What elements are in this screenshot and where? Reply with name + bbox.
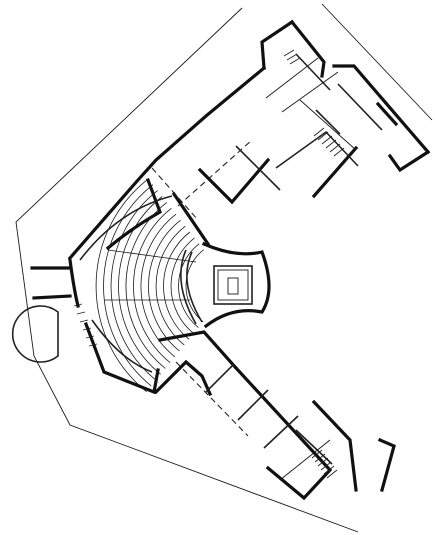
west-wing [67,19,431,261]
site-boundary [15,3,433,533]
seat-row [163,231,191,340]
auditorium-side-stairs [73,303,98,347]
seat-row [133,207,172,363]
auditorium [68,177,211,395]
stage [201,241,271,329]
lower-stairs [311,449,338,479]
seat-row [103,184,154,387]
seating-rows [95,178,204,393]
top-stairs [283,49,301,65]
upper-stairs [313,127,345,157]
seat-row [95,178,149,393]
round-tower [11,305,59,363]
seat-row [110,190,158,381]
south-wing [153,330,396,501]
seat-row [170,237,195,334]
tower-wall-top [32,294,72,300]
seat-row [155,225,186,346]
seat-row [125,202,168,369]
seat-row [148,219,181,352]
seat-row [178,243,200,328]
seat-row [118,196,163,375]
seat-row [185,249,204,323]
